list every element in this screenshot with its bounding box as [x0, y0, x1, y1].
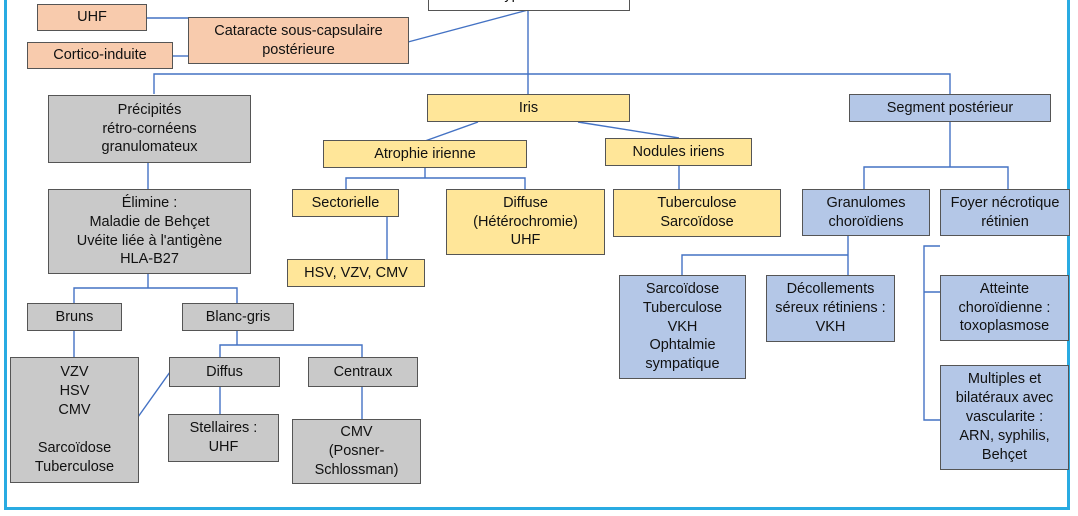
connector-iris-atrophie — [424, 121, 479, 142]
node-granulomes: Granulomes choroïdiens — [802, 189, 930, 236]
node-precipites: Précipités rétro-cornéens granulomateux — [48, 95, 251, 163]
connector-iris-nodules — [577, 121, 680, 139]
node-sectorielle-causes: HSV, VZV, CMV — [287, 259, 425, 287]
connector-granulomes-branches — [681, 236, 849, 275]
node-root-hypertonie: Hypertonie — [428, 0, 630, 11]
node-decollements: Décollements séreux rétiniens : VKH — [766, 275, 895, 342]
node-multiples-bilateraux: Multiples et bilatéraux avec vascularite… — [940, 365, 1069, 470]
connector-segment-branches — [863, 121, 1009, 189]
connector-root-cataract — [407, 9, 529, 43]
node-elimine: Élimine : Maladie de Behçet Uvéite liée … — [48, 189, 251, 274]
node-segment-posterieur: Segment postérieur — [849, 94, 1051, 122]
node-blanc-gris: Blanc-gris — [182, 303, 294, 331]
node-atteinte-choroidienne: Atteinte choroïdienne : toxoplasmose — [940, 275, 1069, 341]
connector-elimine-branches — [73, 273, 238, 303]
node-nodules-causes: Tuberculose Sarcoïdose — [613, 189, 781, 237]
node-iris: Iris — [427, 94, 630, 122]
node-sectorielle: Sectorielle — [292, 189, 399, 217]
connector-atrophie-branches — [345, 167, 526, 189]
node-stellaires: Stellaires : UHF — [168, 414, 279, 462]
node-granulomes-causes: Sarcoïdose Tuberculose VKH Ophtalmie sym… — [619, 275, 746, 379]
node-diffus: Diffus — [169, 357, 280, 387]
node-centraux: Centraux — [308, 357, 418, 387]
node-centraux-causes: CMV (Posner- Schlossman) — [292, 419, 421, 484]
connector-main-bus — [153, 73, 951, 94]
node-diffuse: Diffuse (Hétérochromie) UHF — [446, 189, 605, 255]
node-cataracte: Cataracte sous-capsulaire postérieure — [188, 17, 409, 64]
connector-foyer-branches — [923, 245, 940, 421]
node-foyer-necrotique: Foyer nécrotique rétinien — [940, 189, 1070, 236]
node-uhf-cause: UHF — [37, 4, 147, 31]
node-bruns: Bruns — [27, 303, 122, 331]
node-cortico-induite: Cortico-induite — [27, 42, 173, 69]
node-bruns-causes: VZV HSV CMV Sarcoïdose Tuberculose — [10, 357, 139, 483]
connector-blanc-branches — [219, 330, 363, 357]
connector-causes-diffus — [137, 371, 171, 418]
node-nodules-iriens: Nodules iriens — [605, 138, 752, 166]
node-atrophie-irienne: Atrophie irienne — [323, 140, 527, 168]
diagram-frame — [4, 0, 1070, 510]
